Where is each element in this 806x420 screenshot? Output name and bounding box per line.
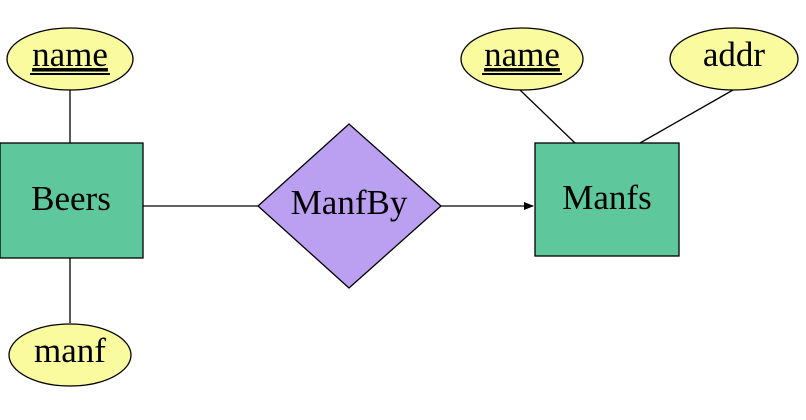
beers-manf-label: manf: [34, 331, 106, 370]
manfs-addr-ellipse: [669, 27, 799, 91]
beers-manf-attribute: manf: [8, 323, 132, 387]
manfs-entity: Manfs: [534, 142, 680, 257]
manfby-diamond: [257, 123, 442, 289]
manfs-entity-label: Manfs: [562, 178, 651, 217]
beers-entity-box: [0, 142, 144, 259]
manfs-entity-box: [534, 142, 680, 257]
manfs-addr-connector: [639, 89, 734, 144]
manfs-name-attribute: name: [460, 27, 584, 91]
beers-manf-ellipse: [8, 323, 132, 387]
beers-entity-label: Beers: [31, 179, 111, 218]
manfs-name-label: name: [484, 35, 560, 74]
manfby-relationship: ManfBy: [257, 123, 442, 289]
manfs-addr-attribute: addr: [669, 27, 799, 91]
manfs-addr-label: addr: [703, 35, 766, 74]
beers-name-attribute: name: [6, 27, 134, 91]
beers-name-label: name: [32, 35, 108, 74]
manfs-name-connector: [519, 89, 576, 144]
manfby-label: ManfBy: [291, 183, 408, 222]
beers-entity: Beers: [0, 142, 144, 259]
